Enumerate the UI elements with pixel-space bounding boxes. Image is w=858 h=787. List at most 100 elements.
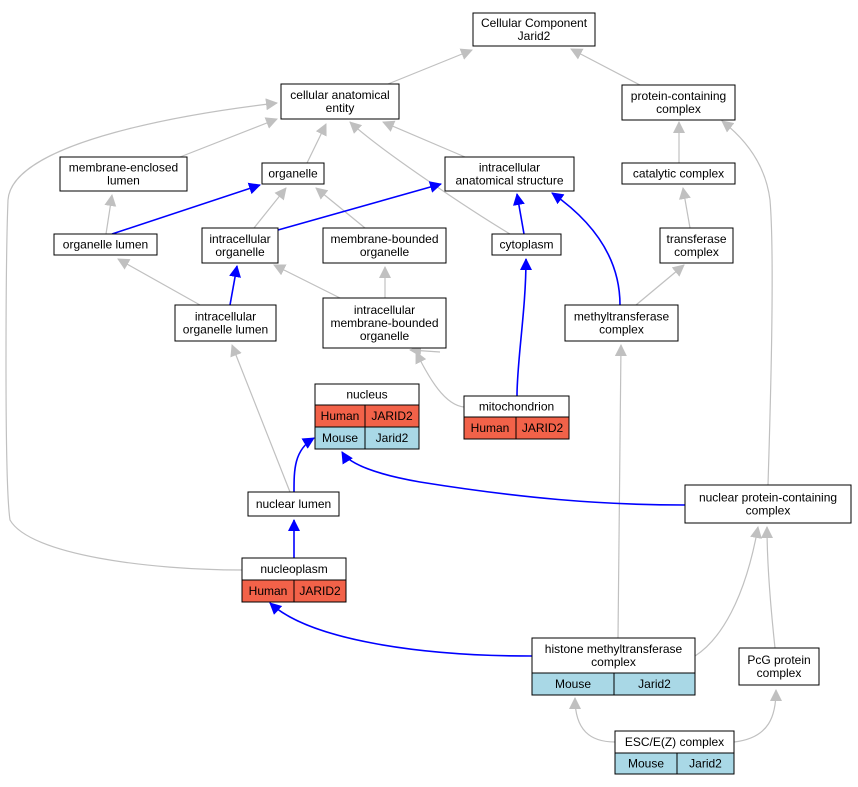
edge-nuclum-to-iol xyxy=(230,344,291,493)
edge-trans-to-cat xyxy=(678,187,691,229)
node-box xyxy=(201,227,279,264)
node-label: histone methyltransferase xyxy=(545,642,683,656)
node-label: complex xyxy=(591,655,636,669)
node-label: cytoplasm xyxy=(499,238,553,252)
node-label: mitochondrion xyxy=(479,400,554,414)
gene-label: Jarid2 xyxy=(689,757,722,771)
node-label: membrane-bounded xyxy=(330,232,438,246)
node-label: complex xyxy=(757,666,802,680)
node-box xyxy=(472,12,596,47)
node-box xyxy=(738,647,820,686)
node-label: entity xyxy=(326,101,355,115)
gene-cell xyxy=(676,752,735,775)
edge-mito-to-cyto xyxy=(516,258,532,397)
edge-orglum-to-mel xyxy=(104,194,117,235)
species-label: Human xyxy=(249,584,288,598)
node-nuclum[interactable]: nuclear lumen xyxy=(247,491,340,517)
node-label: intracellular xyxy=(209,232,270,246)
node-box xyxy=(621,84,736,121)
edge-iol-to-orglum xyxy=(117,258,201,306)
node-label: intracellular xyxy=(195,310,256,324)
node-orglum[interactable]: organelle lumen xyxy=(53,233,158,256)
node-box xyxy=(280,83,400,120)
species-label: Mouse xyxy=(628,757,664,771)
edge-mtc-to-ias xyxy=(551,192,621,306)
node-label: organelle xyxy=(268,167,318,181)
edge-hmtc-to-nucleo xyxy=(269,602,533,657)
gene-label: Jarid2 xyxy=(376,431,409,445)
node-label: methyltransferase xyxy=(574,310,670,324)
gene-label: JARID2 xyxy=(371,409,413,423)
node-box xyxy=(491,233,562,256)
edge-hmtc-to-mtc xyxy=(614,344,627,639)
edge-mtc-to-trans xyxy=(635,264,685,306)
node-box xyxy=(444,156,575,192)
node-label: nuclear protein-containing xyxy=(699,491,837,505)
node-label: nucleus xyxy=(346,388,387,402)
node-label: intracellular xyxy=(479,161,540,175)
edge-ias-to-cae xyxy=(382,120,466,158)
gene-label: JARID2 xyxy=(299,584,341,598)
edge-cyto-to-ias xyxy=(512,193,525,235)
node-cat[interactable]: catalytic complex xyxy=(621,162,736,185)
edge-org-to-cae xyxy=(306,123,327,164)
node-label: intracellular xyxy=(354,303,415,317)
node-label: membrane-bounded xyxy=(330,316,438,330)
node-label: complex xyxy=(599,323,644,337)
node-label: PcG protein xyxy=(747,653,810,667)
node-label: Cellular Component xyxy=(481,16,588,30)
gene-label: JARID2 xyxy=(522,421,564,435)
node-label: lumen xyxy=(107,174,140,188)
node-label: catalytic complex xyxy=(633,167,724,181)
species-label: Human xyxy=(321,409,360,423)
node-label: organelle lumen xyxy=(183,323,268,337)
node-org[interactable]: organelle xyxy=(261,162,325,185)
node-box xyxy=(684,484,852,524)
edge-mbo-to-org xyxy=(315,187,366,229)
edge-intorg-to-org xyxy=(253,187,287,229)
edge-iol-to-intorg xyxy=(229,265,241,306)
node-cyto[interactable]: cytoplasm xyxy=(491,233,562,256)
edge-npcc-to-pcc xyxy=(721,120,773,486)
node-label: organelle xyxy=(360,245,410,259)
node-label: Jarid2 xyxy=(518,29,551,43)
node-box xyxy=(247,491,340,517)
edge-nuclum-to-nucleus xyxy=(293,437,315,493)
edge-mel-to-cae xyxy=(179,117,278,158)
gene-label: Jarid2 xyxy=(638,677,671,691)
node-label: transferase xyxy=(666,232,726,246)
node-label: organelle lumen xyxy=(63,238,148,252)
node-box xyxy=(564,304,679,342)
node-box xyxy=(322,297,447,349)
node-label: protein-containing xyxy=(631,89,726,103)
edge-npcc-to-nucleus xyxy=(341,451,686,506)
node-label: organelle xyxy=(360,329,410,343)
edge-intorg-to-ias xyxy=(277,181,442,231)
edge-pcg-to-npcc xyxy=(761,526,776,649)
node-label: ESC/E(Z) complex xyxy=(625,735,724,749)
edge-nucleo-to-cae xyxy=(5,98,278,571)
edge-orglum-to-org xyxy=(111,182,261,235)
species-label: Mouse xyxy=(555,677,591,691)
node-label: organelle xyxy=(215,245,265,259)
